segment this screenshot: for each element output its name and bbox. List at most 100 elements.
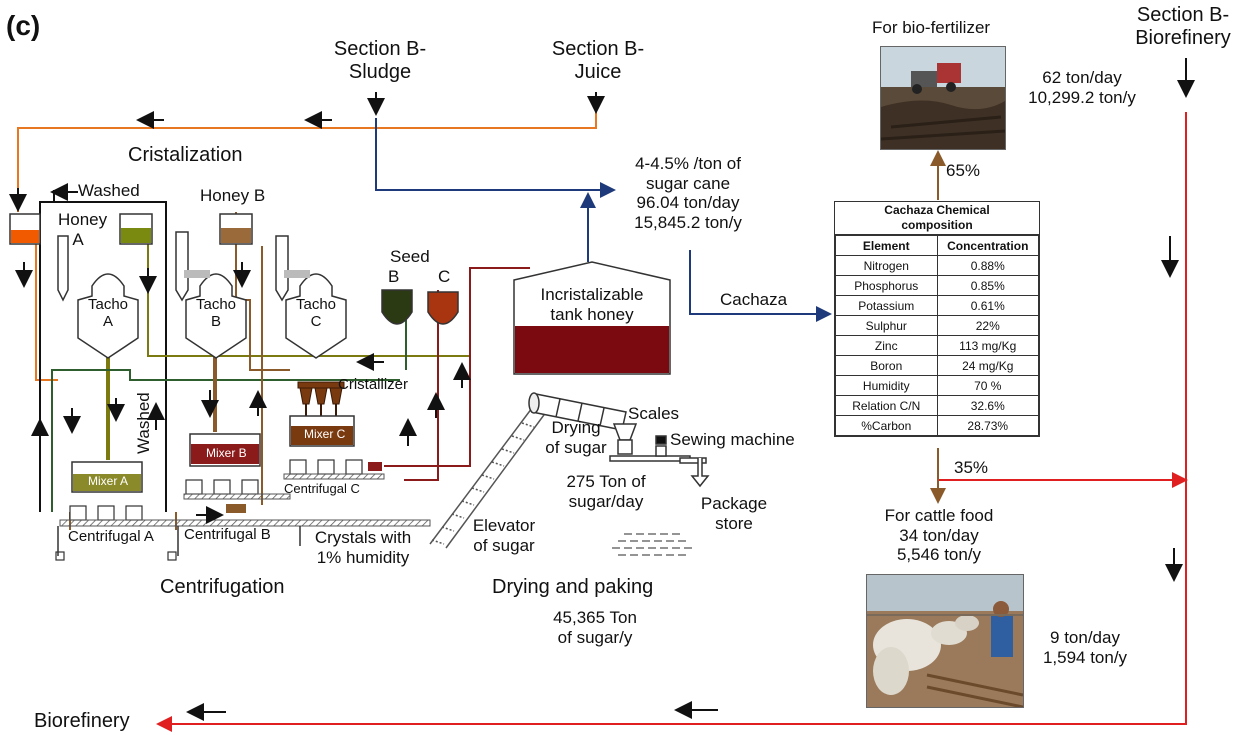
label-pct-cattle: 35% [954, 458, 988, 478]
input-biorefinery-line1: Section B- [1118, 4, 1248, 27]
panel-label: (c) [6, 10, 40, 42]
label-tank-line1: Incristalizable [520, 285, 664, 305]
label-honey-a-line1: Honey [58, 210, 98, 230]
label-tacho-b: Tacho B [188, 296, 244, 331]
fertilizer-photo [880, 46, 1006, 150]
cell-concentration: 28.73% [937, 416, 1039, 436]
label-tacho-a-line2: A [80, 313, 136, 330]
cell-element: Phosphorus [836, 276, 938, 296]
label-tacho-b-line2: B [188, 313, 244, 330]
cell-concentration: 0.61% [937, 296, 1039, 316]
label-cachaza-rate-line1: 4-4.5% /ton of [606, 154, 770, 174]
label-cattle2: 9 ton/day 1,594 ton/y [1030, 628, 1140, 667]
label-sugar-year-line1: 45,365 Ton [540, 608, 650, 628]
label-sugar-year-line2: of sugar/y [540, 628, 650, 648]
label-cachaza-day: 96.04 ton/day [606, 193, 770, 213]
label-tacho-c-line1: Tacho [288, 296, 344, 313]
label-tacho-c: Tacho C [288, 296, 344, 331]
table-row: Nitrogen0.88% [836, 256, 1039, 276]
label-cattle-day: 34 ton/day [866, 526, 1012, 546]
label-biorefinery-out: Biorefinery [34, 710, 130, 733]
label-tank-line2: tank honey [520, 305, 664, 325]
label-package: Package store [692, 494, 776, 533]
cell-element: Zinc [836, 336, 938, 356]
cattle-photo-image [867, 575, 1023, 707]
label-washed-top: Washed [78, 181, 140, 201]
label-tacho-b-line1: Tacho [188, 296, 244, 313]
label-mixer-b: Mixer B [206, 447, 247, 461]
label-crystals-line2: 1% humidity [298, 548, 428, 568]
label-drying-line1: Drying [536, 418, 616, 438]
cell-concentration: 0.88% [937, 256, 1039, 276]
header-concentration: Concentration [937, 236, 1039, 256]
label-cachaza-rate: 4-4.5% /ton of sugar cane 96.04 ton/day … [606, 154, 770, 232]
section-cristalization: Cristalization [128, 144, 242, 167]
cachaza-composition-table: Cachaza Chemical composition Element Con… [834, 201, 1040, 437]
label-honey-a-line2: A [58, 230, 98, 250]
table-title-line1: Cachaza Chemical [835, 203, 1039, 218]
label-cattle2-year: 1,594 ton/y [1030, 648, 1140, 668]
cattle-photo [866, 574, 1024, 708]
cell-concentration: 24 mg/Kg [937, 356, 1039, 376]
input-juice-line2: Juice [536, 61, 660, 84]
label-fertilizer: For bio-fertilizer [872, 18, 990, 38]
label-cattle2-day: 9 ton/day [1030, 628, 1140, 648]
label-fertilizer-amount: 62 ton/day 10,299.2 ton/y [1014, 68, 1150, 107]
input-sludge-line2: Sludge [318, 61, 442, 84]
label-tacho-a-line1: Tacho [80, 296, 136, 313]
fertilizer-photo-image [881, 47, 1005, 149]
table-header-row: Element Concentration [836, 236, 1039, 256]
label-mixer-a: Mixer A [88, 475, 128, 489]
input-juice: Section B- Juice [536, 38, 660, 84]
label-honey-b: Honey B [200, 186, 265, 206]
label-sugar-year: 45,365 Ton of sugar/y [540, 608, 650, 647]
label-cattle-title: For cattle food [866, 506, 1012, 526]
label-fertilizer-day: 62 ton/day [1014, 68, 1150, 88]
cell-element: Boron [836, 356, 938, 376]
input-sludge: Section B- Sludge [318, 38, 442, 84]
cell-concentration: 32.6% [937, 396, 1039, 416]
label-cristallizer: Cristallizer [338, 376, 408, 393]
section-drying-paking: Drying and paking [492, 576, 653, 599]
label-cattle-year: 5,546 ton/y [866, 545, 1012, 565]
label-tacho-c-line2: C [288, 313, 344, 330]
input-sludge-line1: Section B- [318, 38, 442, 61]
cell-element: Sulphur [836, 316, 938, 336]
label-centrifugal-a: Centrifugal A [68, 528, 154, 545]
cell-concentration: 22% [937, 316, 1039, 336]
label-crystals-line1: Crystals with [298, 528, 428, 548]
cell-concentration: 113 mg/Kg [937, 336, 1039, 356]
label-drying-line2: of sugar [536, 438, 616, 458]
label-fertilizer-year: 10,299.2 ton/y [1014, 88, 1150, 108]
cell-element: %Carbon [836, 416, 938, 436]
package-bags [612, 534, 692, 555]
cell-element: Relation C/N [836, 396, 938, 416]
label-cachaza: Cachaza [720, 290, 787, 310]
label-mixer-c: Mixer C [304, 428, 345, 442]
label-washed-side: Washed [134, 392, 154, 454]
label-centrifugal-c: Centrifugal C [284, 482, 360, 497]
input-biorefinery-line2: Biorefinery [1118, 27, 1248, 50]
cell-element: Humidity [836, 376, 938, 396]
input-biorefinery: Section B- Biorefinery [1118, 4, 1248, 50]
input-juice-line1: Section B- [536, 38, 660, 61]
cell-element: Nitrogen [836, 256, 938, 276]
label-cachaza-rate-line2: sugar cane [606, 174, 770, 194]
label-cachaza-year: 15,845.2 ton/y [606, 213, 770, 233]
header-element: Element [836, 236, 938, 256]
cell-concentration: 0.85% [937, 276, 1039, 296]
label-sewing: Sewing machine [670, 430, 795, 450]
label-elevator: Elevator of sugar [462, 516, 546, 555]
label-elevator-line2: of sugar [462, 536, 546, 556]
label-sugar-day: 275 Ton of sugar/day [556, 472, 656, 511]
label-crystals: Crystals with 1% humidity [298, 528, 428, 567]
label-seed-c: C [438, 267, 450, 287]
label-elevator-line1: Elevator [462, 516, 546, 536]
label-cattle: For cattle food 34 ton/day 5,546 ton/y [866, 506, 1012, 565]
label-centrifugal-b: Centrifugal B [184, 526, 271, 543]
